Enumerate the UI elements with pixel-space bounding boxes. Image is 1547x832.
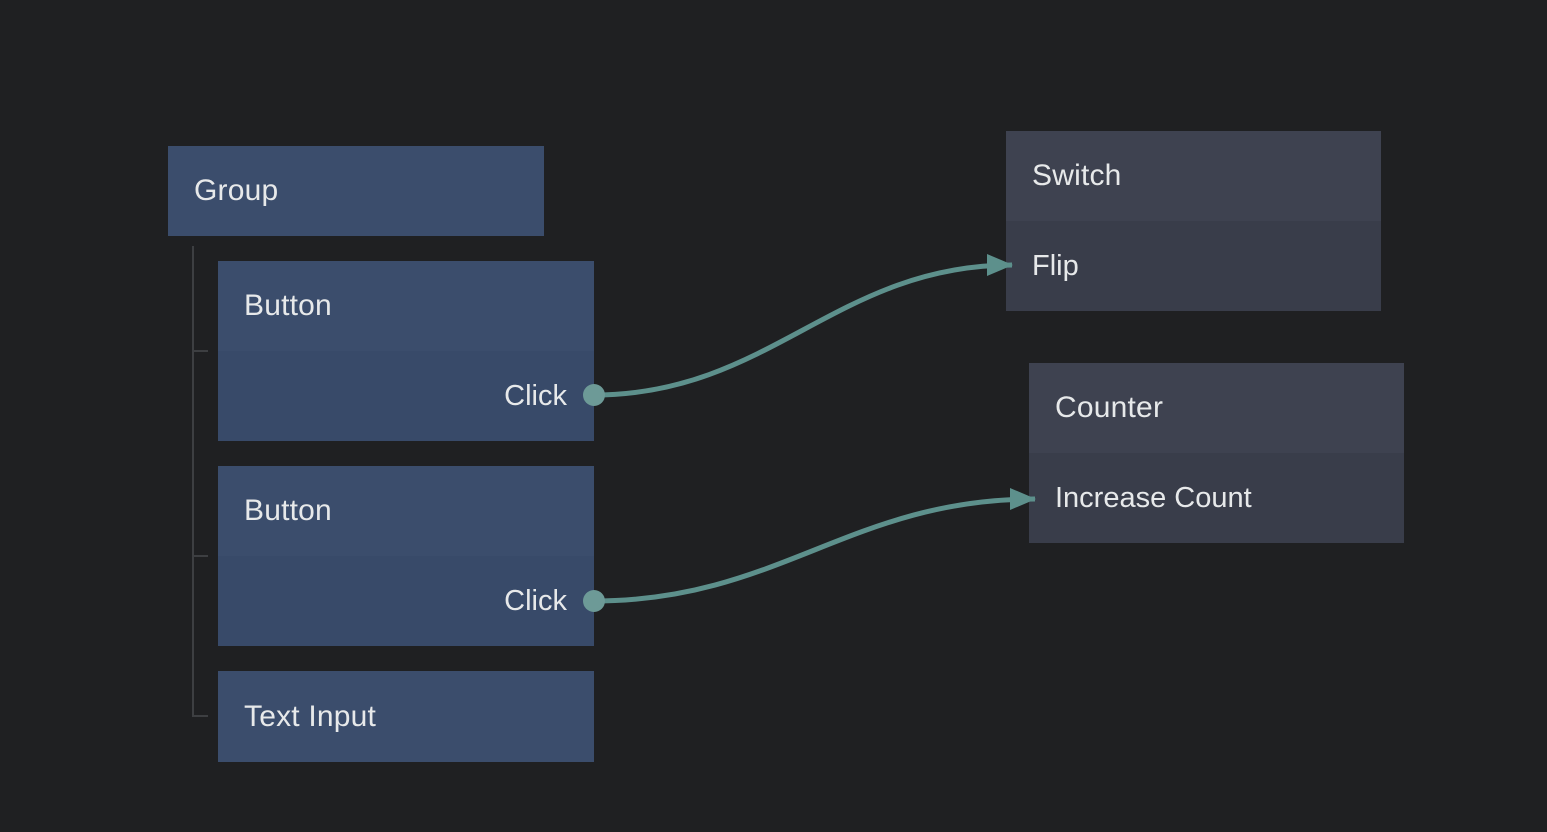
node-button-2[interactable]: Button Click [218, 466, 594, 646]
node-group[interactable]: Group [168, 146, 544, 236]
tree-connector-branch [192, 350, 208, 352]
connection-wire[interactable] [593, 254, 1013, 398]
tree-connector-branch [192, 715, 208, 717]
node-button-1[interactable]: Button Click [218, 261, 594, 441]
node-title: Counter [1055, 391, 1164, 424]
node-text-input[interactable]: Text Input [218, 671, 594, 762]
connection-wire[interactable] [593, 488, 1036, 604]
tree-connector-line [192, 246, 194, 716]
node-title: Text Input [244, 699, 377, 733]
tree-connector-branch [192, 555, 208, 557]
output-port-click[interactable]: Click [218, 556, 594, 646]
input-port-flip[interactable]: Flip [1006, 221, 1381, 311]
output-port-label: Click [504, 379, 567, 412]
output-port-label: Click [504, 584, 567, 617]
input-port-label: Increase Count [1055, 481, 1252, 514]
node-title: Switch [1032, 159, 1122, 192]
input-port-increase-count[interactable]: Increase Count [1029, 453, 1404, 543]
node-counter[interactable]: Counter Increase Count [1029, 363, 1404, 543]
output-port-click[interactable]: Click [218, 351, 594, 441]
node-title: Button [244, 289, 332, 322]
node-title: Group [194, 174, 279, 207]
node-title: Button [244, 494, 332, 527]
node-switch[interactable]: Switch Flip [1006, 131, 1381, 311]
input-port-label: Flip [1032, 249, 1079, 282]
